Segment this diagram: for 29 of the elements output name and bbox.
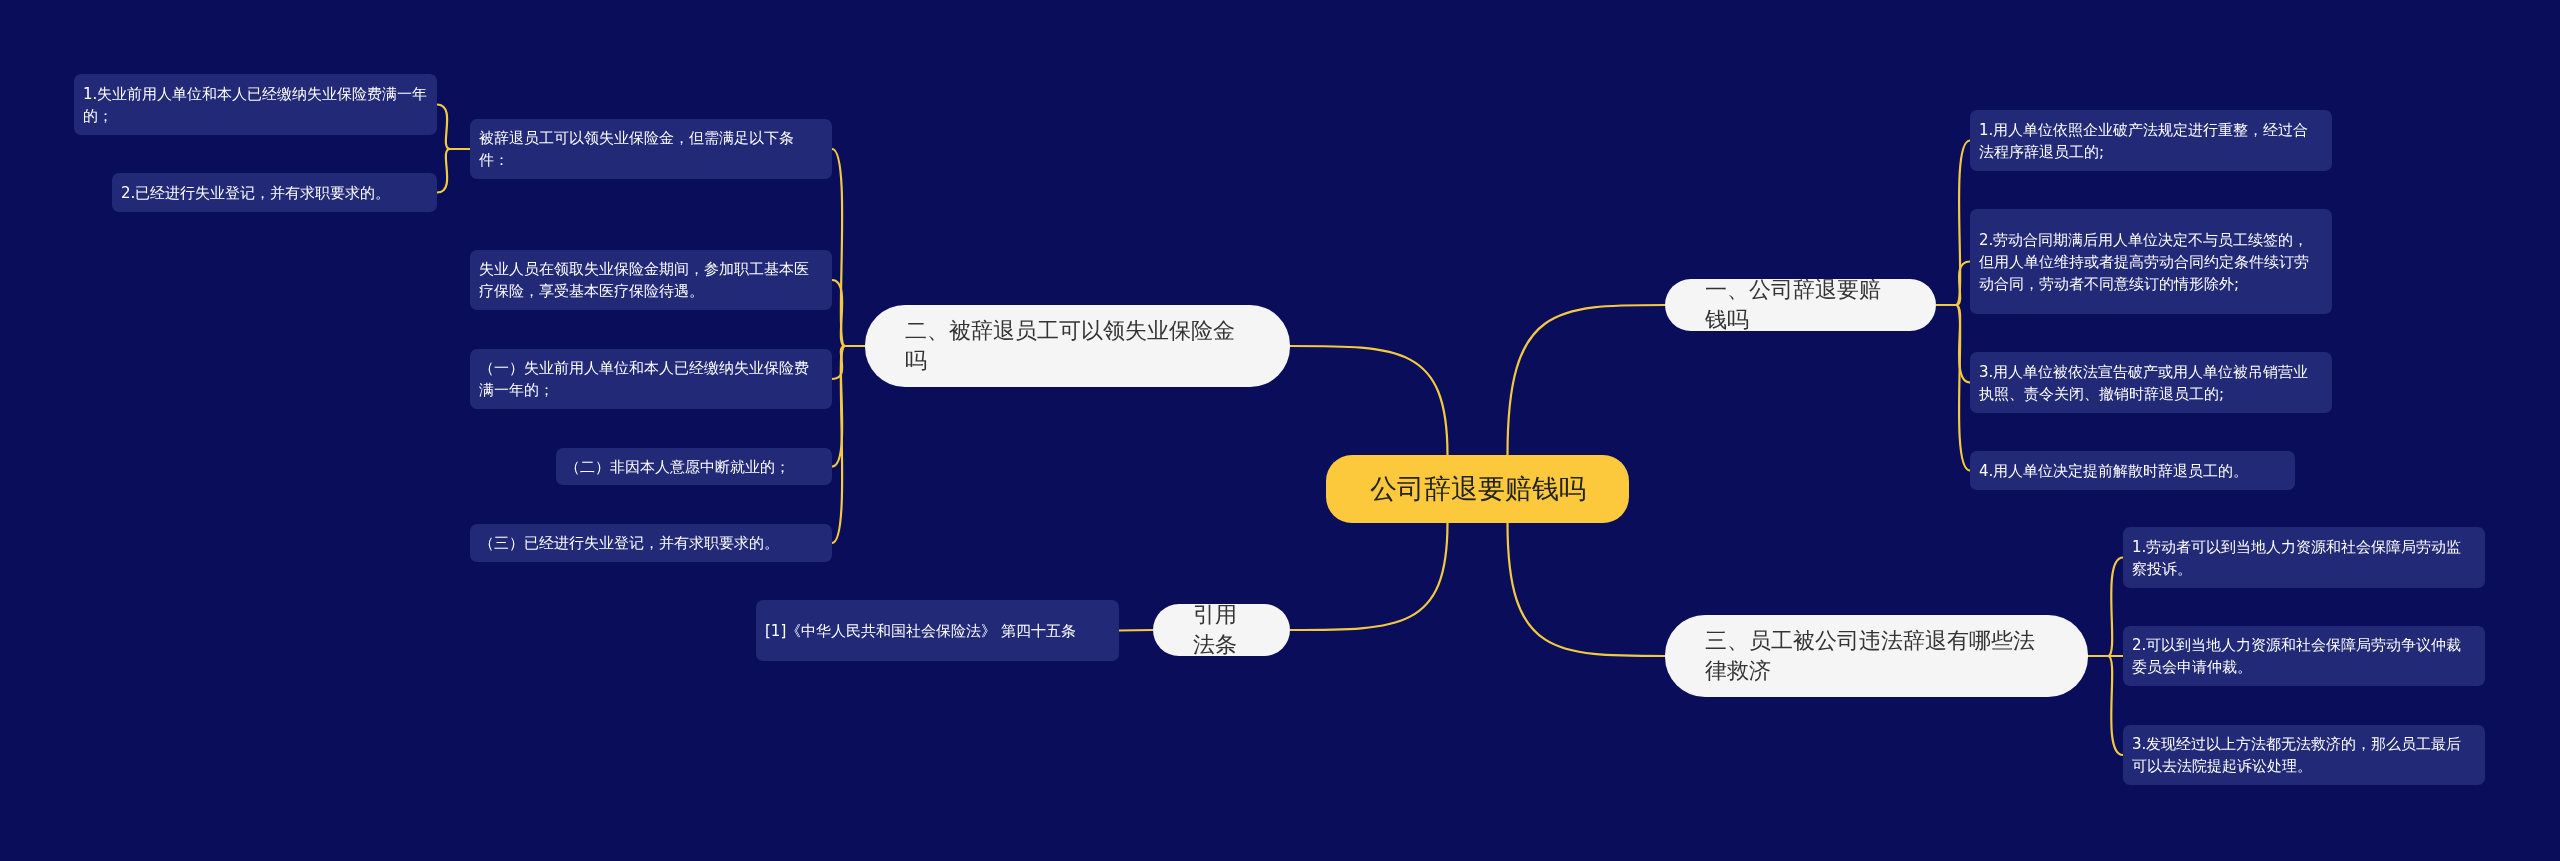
topic-box: 二、被辞退员工可以领失业保险金吗 (865, 305, 1290, 387)
connector-line (1290, 344, 1449, 456)
note-box: 4.用人单位决定提前解散时辞退员工的。 (1970, 451, 2295, 490)
topic-box: 一、公司辞退要赔钱吗 (1665, 279, 1936, 331)
note-box: 被辞退员工可以领失业保险金，但需满足以下条件： (470, 119, 832, 179)
note-box: （三）已经进行失业登记，并有求职要求的。 (470, 524, 832, 562)
note-box: （一）失业前用人单位和本人已经缴纳失业保险费满一年的； (470, 349, 832, 409)
note-box: 1.劳动者可以到当地人力资源和社会保障局劳动监察投诉。 (2123, 527, 2485, 588)
note-box: 失业人员在领取失业保险金期间，参加职工基本医疗保险，享受基本医疗保险待遇。 (470, 250, 832, 310)
connector-line (2088, 654, 2124, 757)
note-box: 3.用人单位被依法宣告破产或用人单位被吊销营业执照、责令关闭、撤销时辞退员工的; (1970, 352, 2332, 413)
note-box: 1.用人单位依照企业破产法规定进行重整，经过合法程序辞退员工的; (1970, 110, 2332, 171)
connector-line (1506, 303, 1665, 456)
note-box: 1.失业前用人单位和本人已经缴纳失业保险费满一年的； (74, 74, 437, 135)
topic-box: 三、员工被公司违法辞退有哪些法律救济 (1665, 615, 2088, 697)
note-box: 2.可以到当地人力资源和社会保障局劳动争议仲裁委员会申请仲裁。 (2123, 626, 2485, 686)
note-box: （二）非因本人意愿中断就业的； (556, 448, 832, 485)
note-box: [1]《中华人民共和国社会保险法》 第四十五条 (756, 600, 1119, 661)
note-box: 2.已经进行失业登记，并有求职要求的。 (112, 173, 437, 212)
connector-line (1119, 628, 1153, 632)
connector-line (1936, 303, 1971, 472)
connector-line (831, 344, 865, 544)
note-box: 3.发现经过以上方法都无法救济的，那么员工最后可以去法院提起诉讼处理。 (2123, 725, 2485, 785)
connector-line (1290, 522, 1449, 632)
root-topic-box: 公司辞退要赔钱吗 (1326, 455, 1629, 523)
topic-box: 引用法条 (1153, 604, 1290, 656)
connector-line (1506, 522, 1665, 658)
connector-line (436, 147, 470, 194)
note-box: 2.劳动合同期满后用人单位决定不与员工续签的，但用人单位维持或者提高劳动合同约定条件续订劳动合同，劳动者不同意续订的情形除外; (1970, 209, 2332, 314)
